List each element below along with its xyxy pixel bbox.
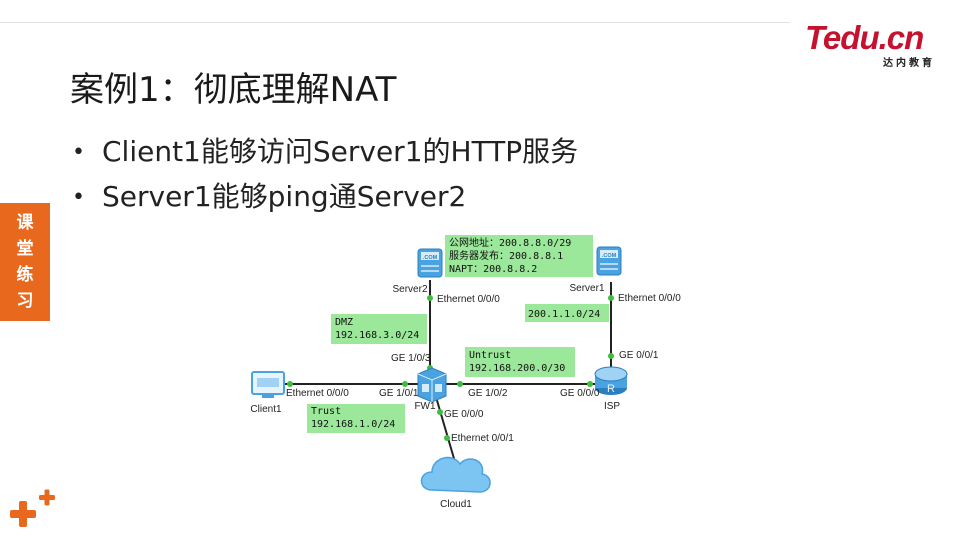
port-dot <box>608 295 614 301</box>
svg-text:R: R <box>607 383 615 395</box>
side-tab-char: 堂 <box>16 239 34 259</box>
isp-ge000-label: GE 0/0/0 <box>560 388 600 399</box>
port-dot <box>587 381 593 387</box>
bullet-list: • Client1能够访问Server1的HTTP服务 • Server1能够pin… <box>72 130 578 220</box>
port-dot <box>437 409 443 415</box>
server1-network: 200.1.1.0/24 <box>528 309 600 320</box>
bullet-item: • Client1能够访问Server1的HTTP服务 <box>72 130 578 175</box>
server1-label: Server1 <box>569 283 604 294</box>
isp-router-icon: R <box>594 366 628 395</box>
exercise-side-tab: 课 堂 练 习 <box>0 203 50 321</box>
client1-port-label: Ethernet 0/0/0 <box>286 388 349 399</box>
cloud1-icon <box>420 456 491 493</box>
client1-pc-icon <box>251 371 285 398</box>
port-dot <box>608 353 614 359</box>
nat-public-address: 公网地址：200.8.8.0/29 <box>449 236 571 249</box>
port-dot <box>444 435 450 441</box>
fw-ge000-label: GE 0/0/0 <box>444 409 484 420</box>
bullet-text: Server1能够ping通Server2 <box>102 180 467 213</box>
logo-subtext: 达内教育 <box>883 58 935 69</box>
server1-net-box <box>525 304 609 322</box>
untrust-zone-box <box>465 347 575 377</box>
plus-decoration-icon <box>10 489 55 527</box>
server2-icon: .COM <box>417 248 443 278</box>
server2-port-label: Ethernet 0/0/0 <box>437 294 500 305</box>
dmz-network: 192.168.3.0/24 <box>335 330 419 341</box>
server2-label: Server2 <box>392 284 427 295</box>
nat-info-box <box>445 235 593 277</box>
server1-port-label: Ethernet 0/0/0 <box>618 293 681 304</box>
nat-napt: NAPT：200.8.8.2 <box>449 264 537 275</box>
isp-ge001-label: GE 0/0/1 <box>619 350 659 361</box>
trust-network: 192.168.1.0/24 <box>311 419 395 430</box>
link-fw1-cloud1 <box>435 396 456 463</box>
fw-ge103-label: GE 1/0/3 <box>391 353 431 364</box>
server1-com-label: .COM <box>602 253 617 259</box>
side-tab-char: 习 <box>16 291 34 311</box>
side-tab-char: 课 <box>16 213 34 233</box>
fw1-firewall-icon <box>417 367 447 403</box>
dmz-zone-box <box>331 314 427 344</box>
fw-ge101-label: GE 1/0/1 <box>379 388 419 399</box>
slide-title: 案例1：彻底理解NAT <box>70 70 397 110</box>
logo-text: Tedu.cn <box>805 19 924 56</box>
tedu-logo: Tedu.cn 达内教育 <box>805 18 935 69</box>
client1-label: Client1 <box>250 404 282 415</box>
isp-label: ISP <box>604 401 620 412</box>
side-tab-char: 练 <box>16 265 34 285</box>
port-dot <box>287 381 293 387</box>
fw-ge102-label: GE 1/0/2 <box>468 388 508 399</box>
trust-zone-name: Trust <box>311 406 341 417</box>
port-dot <box>457 381 463 387</box>
fw1-label: FW1 <box>414 401 436 412</box>
server2-com-label: .COM <box>423 255 438 261</box>
dmz-zone-name: DMZ <box>335 317 353 328</box>
bullet-item: • Server1能够ping通Server2 <box>72 175 578 220</box>
cloud1-port-label: Ethernet 0/0/1 <box>451 433 514 444</box>
trust-zone-box <box>307 404 405 433</box>
cloud1-label: Cloud1 <box>440 499 472 510</box>
bullet-dot-icon: • <box>72 185 85 210</box>
bullet-dot-icon: • <box>72 140 85 165</box>
untrust-zone-name: Untrust <box>469 350 511 361</box>
port-dot <box>427 295 433 301</box>
untrust-network: 192.168.200.0/30 <box>469 363 565 374</box>
server1-icon: .COM <box>596 246 622 276</box>
nat-server-publish: 服务器发布：200.8.8.1 <box>449 249 563 262</box>
bullet-text: Client1能够访问Server1的HTTP服务 <box>102 135 579 168</box>
header-divider <box>0 22 790 23</box>
port-dot <box>402 381 408 387</box>
